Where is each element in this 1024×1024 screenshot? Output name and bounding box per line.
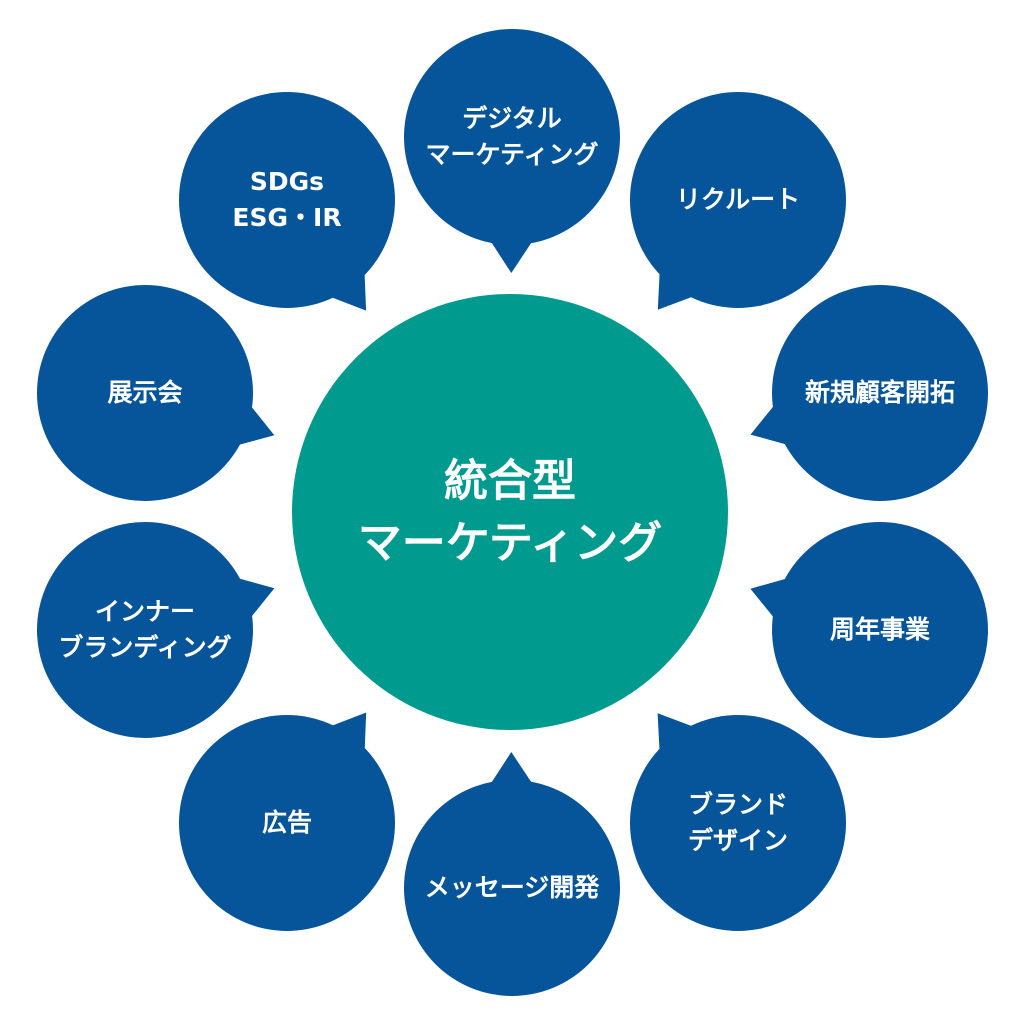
node-label-digital-marketing: デジタルマーケティング bbox=[425, 101, 598, 174]
bubble-circle bbox=[179, 715, 395, 931]
bubble-circle bbox=[630, 715, 846, 931]
bubble-circle bbox=[404, 780, 620, 996]
bubble-recruit bbox=[630, 92, 846, 310]
node-label-line: デジタル bbox=[462, 103, 562, 133]
bubble-circle bbox=[772, 285, 988, 501]
bubble-brand-design bbox=[630, 713, 846, 931]
bubble-inner-branding bbox=[37, 522, 275, 738]
node-label-line: 広告 bbox=[261, 807, 313, 837]
hub-label: 統合型 マーケティング bbox=[358, 450, 662, 573]
node-label-line: インナー bbox=[94, 596, 196, 626]
node-label-brand-design: ブランドデザイン bbox=[688, 787, 788, 860]
bubble-circle bbox=[37, 522, 253, 738]
bubble-circle bbox=[404, 29, 620, 245]
node-label-inner-branding: インナーブランディング bbox=[58, 594, 231, 667]
node-label-line: リクルート bbox=[675, 184, 801, 214]
node-label-message-development: メッセージ開発 bbox=[425, 870, 600, 906]
node-label-line: SDGs bbox=[249, 166, 325, 196]
node-label-recruit: リクルート bbox=[676, 182, 800, 218]
bubble-sdgs-esg-ir bbox=[179, 92, 395, 311]
node-label-line: ブランディング bbox=[58, 633, 232, 662]
bubble-circle bbox=[37, 285, 253, 501]
hub-label-line-1: 統合型 bbox=[443, 455, 576, 507]
hub-circle bbox=[292, 294, 728, 730]
bubble-circle bbox=[772, 522, 988, 738]
node-label-exhibition: 展示会 bbox=[107, 375, 182, 411]
node-label-line: 周年事業 bbox=[829, 614, 931, 644]
bubble-circle bbox=[630, 92, 846, 308]
bubble-exhibition bbox=[37, 285, 275, 501]
node-label-line: メッセージ開発 bbox=[424, 872, 600, 902]
node-label-line: 新規顧客開拓 bbox=[804, 377, 956, 407]
bubble-advertising bbox=[179, 712, 395, 931]
bubble-message-development bbox=[404, 752, 620, 996]
node-label-line: ESG・IR bbox=[232, 203, 342, 232]
node-label-line: マーケティング bbox=[425, 140, 599, 169]
bubble-anniversary-business bbox=[750, 522, 988, 738]
node-label-line: ブランド bbox=[687, 789, 789, 819]
node-label-advertising: 広告 bbox=[262, 805, 312, 841]
node-label-anniversary-business: 周年事業 bbox=[830, 612, 930, 648]
node-label-line: 展示会 bbox=[107, 377, 183, 407]
hub-label-line-2: マーケティング bbox=[357, 517, 663, 568]
node-label-new-customer-development: 新規顧客開拓 bbox=[805, 375, 955, 411]
node-label-line: デザイン bbox=[687, 826, 789, 855]
bubble-tail bbox=[487, 235, 536, 273]
bubble-circle bbox=[179, 92, 395, 308]
bubble-digital-marketing bbox=[404, 29, 620, 273]
bubble-tail bbox=[487, 752, 536, 790]
bubble-new-customer-development bbox=[750, 285, 988, 501]
